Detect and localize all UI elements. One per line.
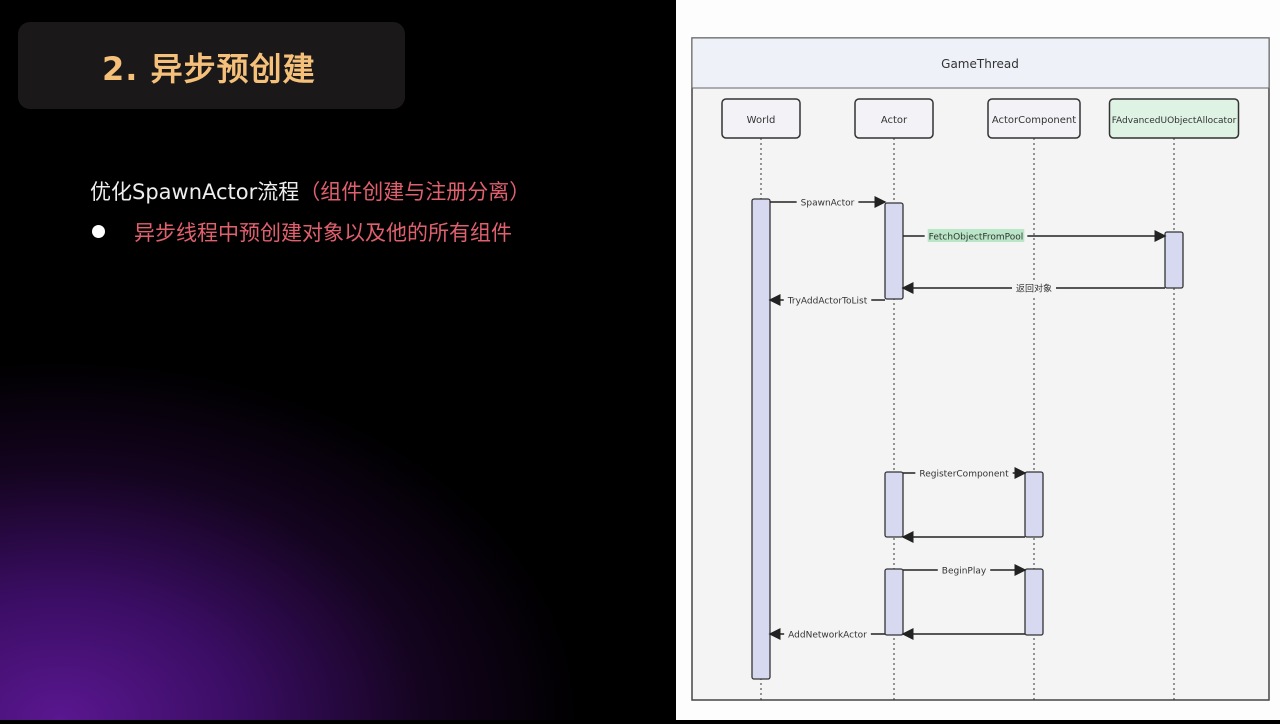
activation-bar <box>1024 568 1044 636</box>
message-label-bg <box>796 195 859 209</box>
message-label-bg <box>783 293 872 307</box>
message-label-bg <box>915 466 1013 480</box>
participant-box <box>721 98 801 139</box>
activation-bar <box>884 568 904 636</box>
activation-bar <box>1164 231 1184 289</box>
activation-bar <box>751 198 771 680</box>
subtitle-prefix: 优化SpawnActor流程 <box>90 180 300 204</box>
message-label: 返回对象 <box>1016 283 1052 295</box>
message-label-bg <box>784 627 871 641</box>
subtitle-note: （组件创建与注册分离） <box>299 180 531 204</box>
participant-box <box>854 98 934 139</box>
message-label: TryAddActorToList <box>787 297 868 307</box>
frame <box>691 37 1270 701</box>
frame-header <box>691 37 1270 89</box>
activation-bar <box>1024 471 1044 538</box>
message-label: BeginPlay <box>942 567 987 577</box>
bullet-text: 异步线程中预创建对象以及他的所有组件 <box>134 221 512 245</box>
activation-bar <box>884 202 904 300</box>
subtitle: 优化SpawnActor流程（组件创建与注册分离） <box>90 176 530 206</box>
participant-box <box>987 98 1081 139</box>
label-highlight <box>927 229 1025 242</box>
bullet-dot-icon <box>92 225 105 238</box>
participant-box <box>1108 98 1240 139</box>
sequence-diagram: GameThread World Actor ActorComponent FAdva… <box>691 37 1270 701</box>
activation-bar <box>884 471 904 538</box>
message-label-bg <box>937 563 991 577</box>
participant-label: World <box>747 115 776 126</box>
slide-title: 2. 异步预创建 <box>102 50 316 88</box>
participant-label: ActorComponent <box>992 115 1076 126</box>
message-label: SpawnActor <box>801 199 855 209</box>
slide-left-panel: 2. 异步预创建 优化SpawnActor流程（组件创建与注册分离） 异步线程中… <box>0 0 676 720</box>
message-label: AddNetworkActor <box>788 631 867 641</box>
participant-label: FAdvancedUObjectAllocator <box>1112 116 1237 126</box>
participant-label: Actor <box>881 115 908 126</box>
message-label-bg <box>1011 281 1057 295</box>
message-label: RegisterComponent <box>919 470 1009 480</box>
diagram-panel: GameThread World Actor ActorComponent FAdva… <box>676 0 1280 720</box>
title-box <box>18 22 405 109</box>
message-label: FetchObjectFromPool <box>929 233 1024 243</box>
frame-title: GameThread <box>941 57 1019 71</box>
